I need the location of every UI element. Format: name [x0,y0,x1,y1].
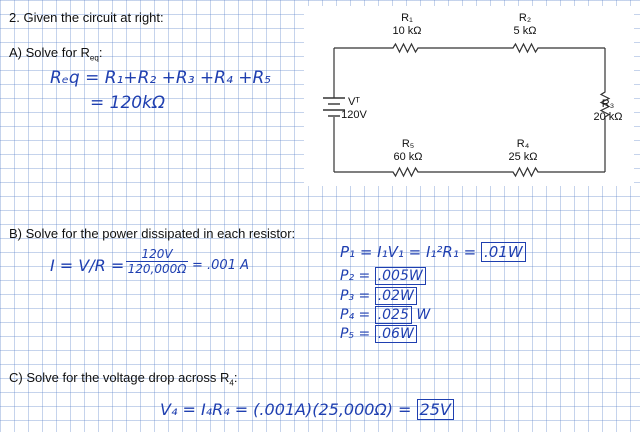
bottom-wire [334,166,605,178]
right-wire [599,48,611,172]
p2-answer: .005W [374,267,426,285]
current-result: = .001 A [192,258,249,273]
current-lhs: I = V/R = [50,256,125,275]
p4-answer: .025 [374,306,412,324]
v4-line: V₄ = I₄R₄ = (.001A)(25,000Ω) = 25V [160,399,454,420]
current-numerator: 120V [126,247,188,262]
p1-answer: .01W [480,242,526,262]
p2-line: P₂ = .005W [340,267,426,285]
p4-line: P₄ = .025 W [340,306,431,324]
top-wire [334,42,605,54]
p3-line: P₃ = .02W [340,287,417,305]
part-c-label: C) Solve for the voltage drop across R4: [9,370,238,388]
p1-line: P₁ = I₁V₁ = I₁²R₁ = .01W [340,242,526,262]
question-title: 2. Given the circuit at right: [9,10,164,25]
battery-symbol [323,97,345,117]
part-a-label: A) Solve for Req: [9,45,103,63]
p3-answer: .02W [374,287,417,305]
part-b-label: B) Solve for the power dissipated in eac… [9,226,296,241]
current-fraction: 120V 120,000Ω [126,247,188,276]
v4-answer: 25V [416,399,454,420]
p5-answer: .06W [374,325,417,343]
p5-line: P₅ = .06W [340,325,417,343]
current-denominator: 120,000Ω [127,262,187,276]
req-result: = 120kΩ [90,93,165,113]
req-equation: Rₑq = R₁+R₂ +R₃ +R₄ +R₅ [50,68,272,88]
circuit-panel [304,6,634,186]
